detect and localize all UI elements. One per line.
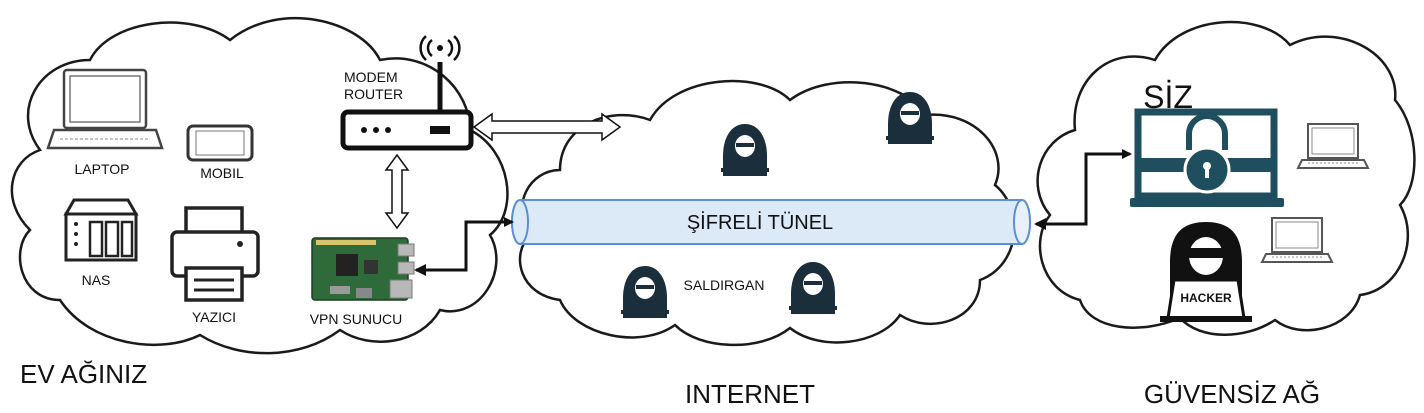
home-network-cloud (10, 17, 509, 355)
tunnel-connector-arrowhead (1034, 218, 1046, 230)
laptop-icon (46, 68, 164, 150)
printer-icon (170, 206, 260, 302)
router-label: ROUTER (344, 86, 403, 102)
public-laptop-icon (1297, 123, 1369, 169)
router-icon (340, 35, 474, 151)
unsafe-network-title: GÜVENSİZ AĞ (1144, 379, 1320, 409)
hacker-icon (1160, 222, 1252, 322)
hacker-label: HACKER (1180, 291, 1232, 305)
tunnel-label: ŞİFRELİ TÜNEL (687, 211, 833, 234)
nas-icon (63, 198, 139, 262)
printer-label: YAZICI (192, 309, 236, 325)
internet-title: INTERNET (685, 379, 815, 409)
laptop-label: LAPTOP (75, 161, 130, 177)
router-internet-arrow (472, 112, 622, 142)
vpn-connector-arrowhead (414, 264, 426, 276)
router-vpn-arrow (384, 153, 410, 230)
modem-label: MODEM (344, 69, 398, 85)
user-tunnel-connector (1036, 149, 1132, 226)
home-network-title: EV AĞINIZ (20, 359, 147, 389)
mobile-icon (186, 124, 254, 162)
mobile-label: MOBIL (200, 165, 244, 181)
raspberry-pi-icon (311, 237, 415, 301)
lock-laptop-icon (1130, 108, 1284, 207)
vpn-tunnel-connector (416, 217, 514, 272)
vpn-server-label: VPN SUNUCU (310, 311, 403, 327)
nas-label: NAS (82, 272, 111, 288)
attacker-label: SALDIRGAN (684, 277, 765, 293)
public-laptop-icon (1261, 217, 1333, 263)
